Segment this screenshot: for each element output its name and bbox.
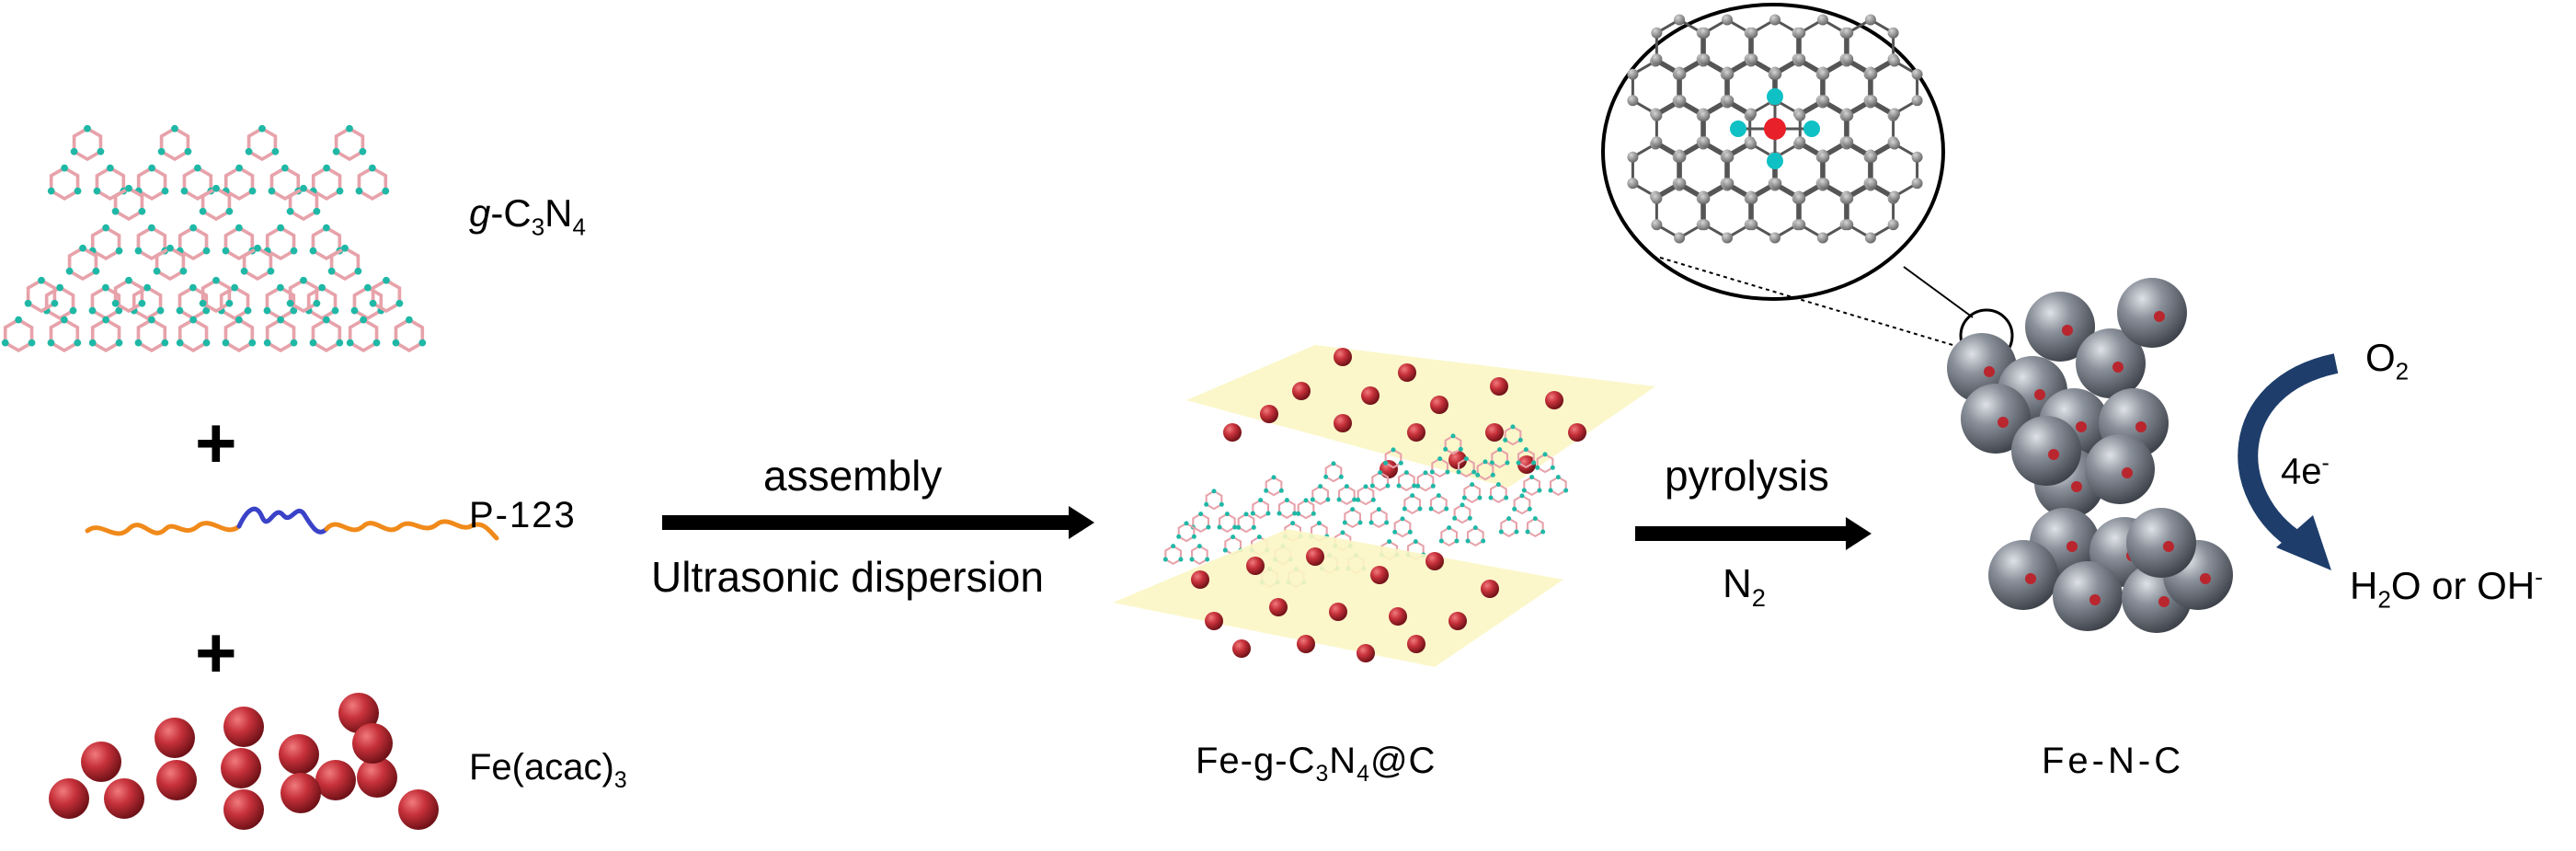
g-c3n4-network-graphic bbox=[1, 124, 427, 353]
h2o-oh-label: H2O or OH- bbox=[2350, 563, 2543, 614]
o2-label: O2 bbox=[2365, 336, 2410, 385]
assembly-label: assembly bbox=[763, 452, 943, 500]
bottom-carbon-sheet bbox=[1113, 529, 1563, 667]
fe-acac-spheres-graphic bbox=[49, 693, 439, 830]
pyrolysis-arrowhead bbox=[1846, 517, 1872, 550]
fe-n-c-label: Fe-N-C bbox=[2042, 741, 2185, 781]
fe-acac-label: Fe(acac)3 bbox=[469, 747, 627, 793]
p123-label: P-123 bbox=[469, 495, 577, 535]
n2-label: N2 bbox=[1723, 561, 1766, 612]
p123-polymer-graphic bbox=[85, 506, 499, 541]
orr-curved-arrow bbox=[2238, 353, 2339, 570]
fe-gc3n4-c-composite-graphic bbox=[1113, 345, 1655, 667]
fe-n4-zoom-inset bbox=[1601, 3, 2014, 363]
plus-sign-1: + bbox=[195, 402, 237, 483]
ultrasonic-dispersion-label: Ultrasonic dispersion bbox=[651, 553, 1044, 601]
fe-gc3n4-c-label: Fe-g-C3N4@C bbox=[1196, 741, 1437, 787]
gc3n4-label: g-C3N4 bbox=[469, 191, 586, 241]
four-electron-label: 4e- bbox=[2281, 451, 2330, 492]
plus-sign-2: + bbox=[195, 612, 237, 693]
assembly-arrowhead bbox=[1069, 506, 1094, 539]
top-carbon-sheet bbox=[1186, 345, 1655, 488]
pyrolysis-label: pyrolysis bbox=[1665, 452, 1829, 500]
fe-n-c-spheres-graphic bbox=[1947, 278, 2233, 633]
